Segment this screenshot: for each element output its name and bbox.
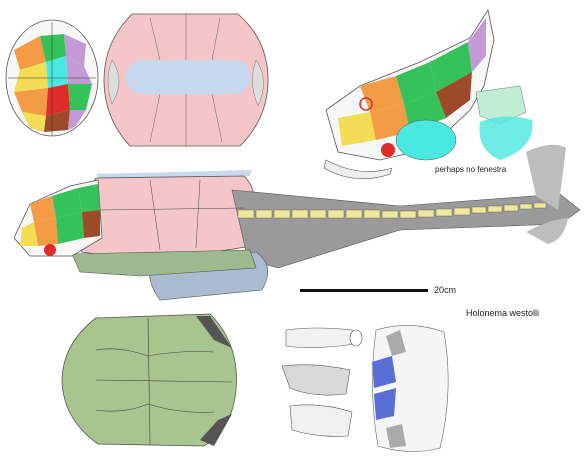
scale-bar <box>300 289 428 292</box>
fenestra-annotation: perhaps no fenestra <box>435 165 507 174</box>
species-name-label: Holonema westolli <box>466 308 540 318</box>
plate-line-drawings <box>281 327 363 437</box>
skull-lateral-colored <box>323 8 495 180</box>
trunk-shield-dorsal <box>103 13 269 147</box>
trunk-shield-ventral-green <box>61 313 237 447</box>
skull-inset-alternate <box>475 85 533 160</box>
skull-roof-dorsal-colored <box>5 19 99 137</box>
full-body-reconstruction <box>13 144 581 301</box>
skeletal-view-blue <box>372 325 449 452</box>
scale-bar-label: 20cm <box>434 285 457 295</box>
